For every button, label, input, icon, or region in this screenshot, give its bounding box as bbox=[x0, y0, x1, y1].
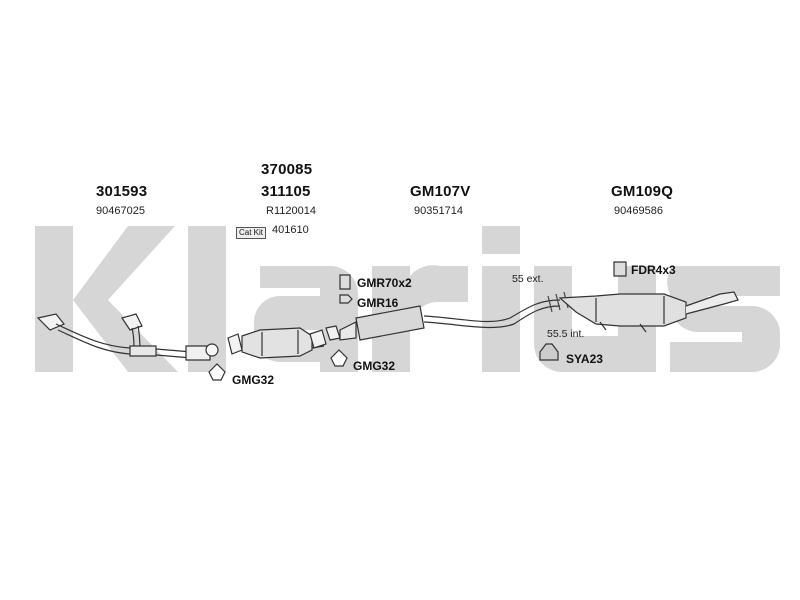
catkit-number: 401610 bbox=[272, 224, 309, 236]
label-gmg32-mid: GMG32 bbox=[353, 359, 396, 373]
label-fdr: FDR4x3 bbox=[631, 263, 676, 277]
oem-number-front-pipe: 90467025 bbox=[96, 205, 145, 217]
label-external-diameter: 55 ext. bbox=[512, 273, 544, 285]
part-number-catalyst: 311105 bbox=[261, 183, 311, 200]
part-number-catalyst-alt: 370085 bbox=[261, 161, 313, 178]
label-gmr16: GMR16 bbox=[357, 296, 399, 310]
gasket-icon bbox=[328, 352, 348, 368]
bolt-icon bbox=[338, 294, 352, 306]
clamp-icon bbox=[338, 274, 352, 290]
oem-number-catalyst: R1120014 bbox=[266, 205, 316, 217]
oem-number-rear-silencer: 90469586 bbox=[614, 205, 663, 217]
catkit-badge: Cat Kit bbox=[236, 227, 267, 239]
label-gmr70: GMR70x2 bbox=[357, 276, 412, 290]
oem-number-middle-silencer: 90351714 bbox=[414, 205, 463, 217]
part-number-rear-silencer: GM109Q bbox=[611, 183, 674, 200]
label-gmg32-left: GMG32 bbox=[232, 373, 275, 387]
label-sya: SYA23 bbox=[566, 352, 603, 366]
rubber-mount-icon bbox=[612, 262, 628, 278]
part-number-middle-silencer: GM107V bbox=[410, 183, 471, 200]
part-number-front-pipe: 301593 bbox=[96, 183, 148, 200]
gasket-icon bbox=[206, 364, 226, 380]
label-internal-diameter: 55.5 int. bbox=[547, 328, 585, 340]
hanger-icon bbox=[538, 344, 560, 362]
